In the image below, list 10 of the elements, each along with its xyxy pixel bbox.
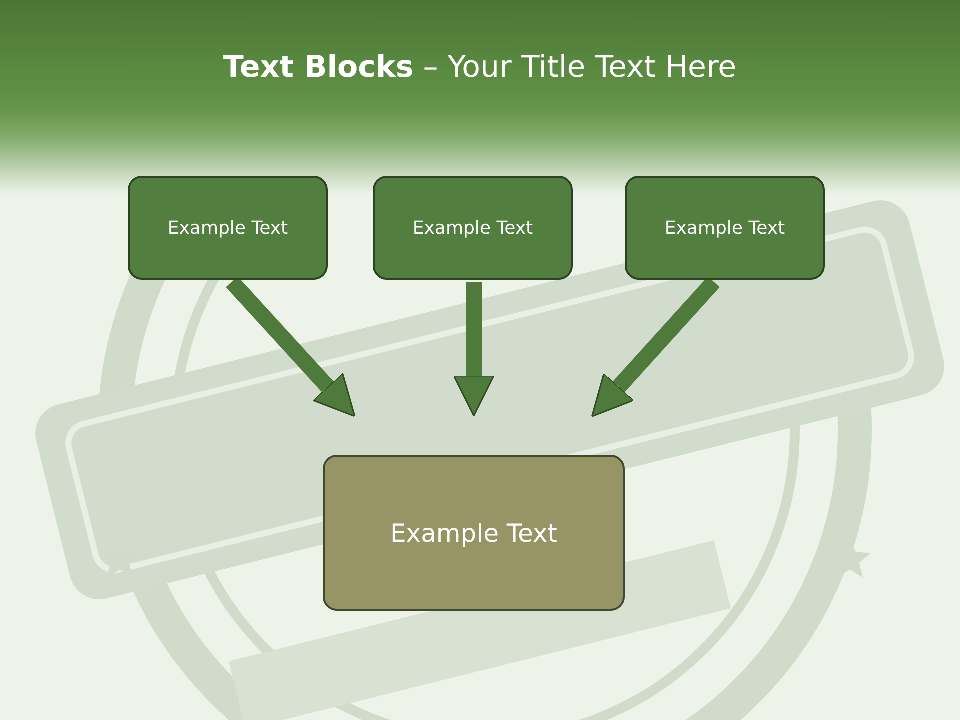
box-text: Example Text xyxy=(412,218,534,238)
box-text: Example Text xyxy=(168,218,288,238)
text-box xyxy=(373,176,573,280)
arrow xyxy=(453,282,495,417)
box-text: Example Text xyxy=(390,518,558,548)
text-box xyxy=(128,176,328,280)
title: Text Blocks – Your Title Text Here xyxy=(223,50,737,85)
text-box xyxy=(625,176,825,280)
box-text: Example Text xyxy=(664,218,786,238)
text-box xyxy=(323,455,625,611)
